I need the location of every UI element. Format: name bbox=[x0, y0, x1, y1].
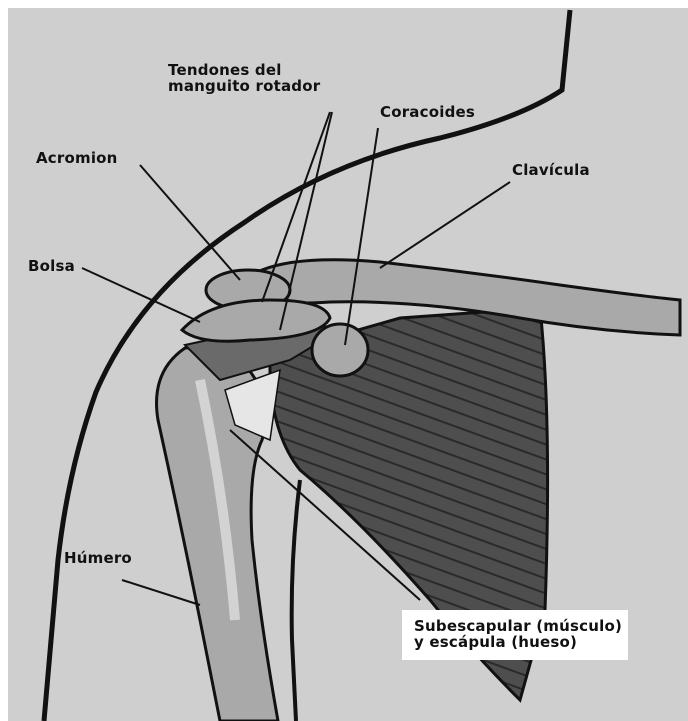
coracoid-bone bbox=[312, 324, 368, 376]
label-rotator-cuff-tendons: Tendones del manguito rotador bbox=[168, 62, 320, 94]
label-humerus: Húmero bbox=[64, 550, 132, 566]
label-clavicle: Clavícula bbox=[512, 162, 590, 178]
label-subscap-line1: Subescapular (músculo) bbox=[414, 618, 622, 634]
label-rotator-line2: manguito rotador bbox=[168, 78, 320, 94]
label-coracoid: Coracoides bbox=[380, 104, 475, 120]
label-acromion: Acromion bbox=[36, 150, 118, 166]
label-subscapular: Subescapular (músculo) y escápula (hueso… bbox=[402, 610, 628, 660]
label-bursa: Bolsa bbox=[28, 258, 75, 274]
label-subscap-line2: y escápula (hueso) bbox=[414, 634, 622, 650]
label-rotator-line1: Tendones del bbox=[168, 62, 320, 78]
